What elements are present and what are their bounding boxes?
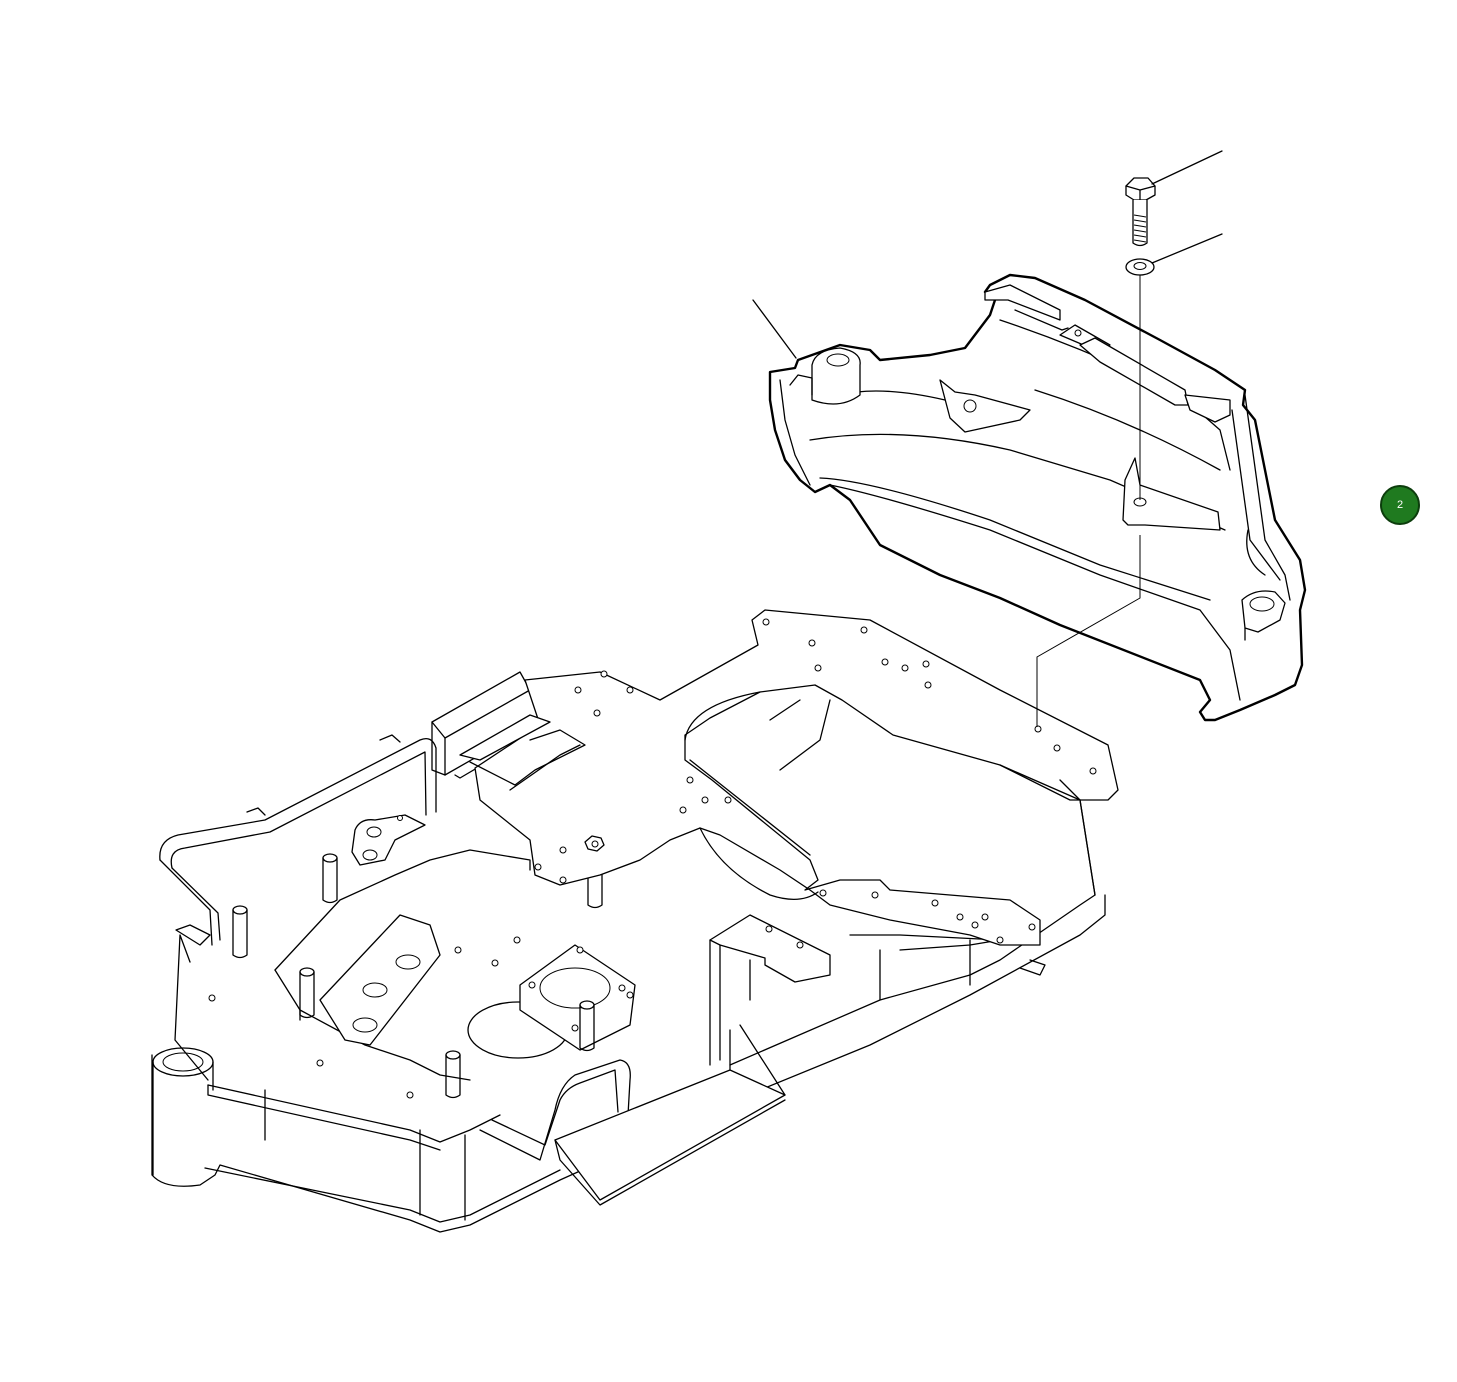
pin — [322, 853, 338, 904]
assembly-center-line — [1036, 275, 1141, 727]
pin — [232, 905, 248, 959]
leader-line-counterweight — [752, 299, 797, 359]
bolt — [1125, 177, 1156, 247]
washer — [1125, 258, 1155, 276]
hotspot-marker[interactable]: 2 — [1380, 485, 1420, 525]
pin — [299, 967, 315, 1019]
counterweight — [768, 273, 1307, 722]
pin — [579, 1000, 595, 1052]
pin — [445, 1050, 461, 1099]
leader-line-washer — [1151, 233, 1223, 264]
hotspot-marker-label: 2 — [1396, 499, 1404, 511]
leader-line-bolt — [1151, 150, 1223, 185]
top-mounting-plate — [351, 609, 1119, 946]
